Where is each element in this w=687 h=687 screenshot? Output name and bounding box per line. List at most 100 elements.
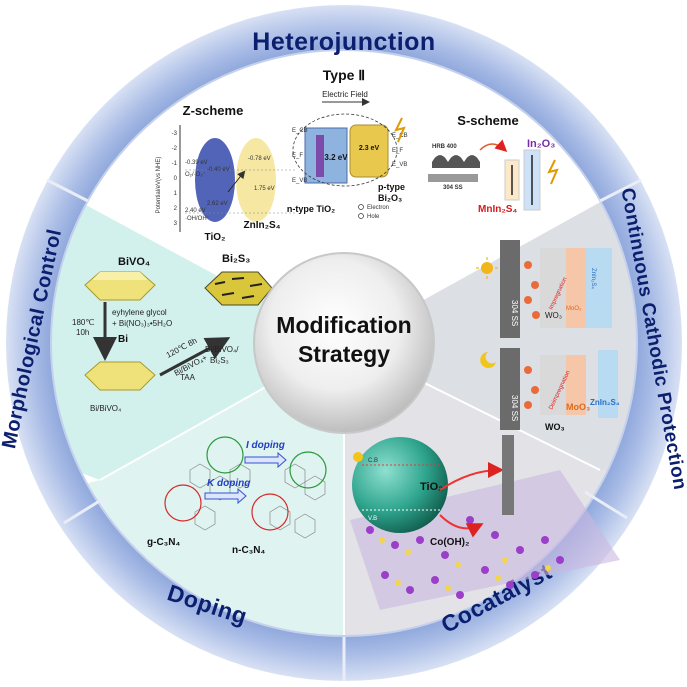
cond1-time: 10h (76, 328, 89, 337)
type-ii-diagram: Electric Field 3.2 eV 2.3 eV E_CB E_F E_… (287, 90, 408, 220)
evb-right: E_VB (392, 162, 407, 168)
ntype-tio2-block (304, 127, 348, 184)
z-val-6: 2.40 eV (185, 208, 206, 214)
product-line2: Bi₂S₃ (210, 356, 229, 365)
z-scheme-title: Z-scheme (183, 103, 244, 118)
wo3-bottom-label: WO₃ (545, 422, 565, 432)
band-ptype: 2.3 eV (359, 145, 380, 152)
ss-plate-bottom (500, 348, 520, 430)
bi2s3-label: Bi₂S₃ (222, 253, 250, 265)
ef-left: E_F (292, 153, 303, 159)
morph-sector-bg (51, 190, 344, 480)
electric-field-label: Electric Field (322, 90, 368, 99)
tio2-sphere (352, 437, 448, 533)
type2-light-bolt (394, 117, 406, 143)
center-title-line2: Strategy (298, 341, 390, 367)
z-znin2s4-label: ZnIn₂S₄ (244, 220, 281, 231)
bi2o3-label: Bi₂O₃ (378, 193, 402, 203)
z-znin2s4-ellipse (236, 138, 276, 222)
dope-circle-green-2 (289, 451, 327, 489)
z-tick-3: -1 (172, 161, 178, 167)
z-species-1: O₂/·O₂⁻ (185, 172, 206, 178)
center-title-line1: Modification (276, 312, 411, 338)
bivo4-label: BiVO₄ (118, 256, 150, 268)
k-doping-arrow (204, 487, 247, 505)
cooh2-label: Co(OH)₂ (430, 537, 469, 548)
ntype-band-bar (316, 135, 324, 177)
cb-label: C.B (368, 458, 378, 464)
band-ntype: 3.2 eV (324, 153, 348, 162)
dope-circle-red-1 (164, 484, 202, 522)
ss-label-top: 304 SS (510, 300, 519, 326)
z-val-4: 1.75 eV (254, 186, 275, 192)
k-doping-label: K doping (207, 478, 250, 489)
znin2s4-bottom-label: ZnIn₂S₄ (590, 398, 620, 407)
z-scheme-diagram: Z-scheme Potential/eV(vs NHE) -3 -2 -1 0… (156, 103, 295, 243)
z-tio2-label: TiO₂ (205, 232, 226, 243)
s-scheme-title: S-scheme (457, 113, 518, 128)
z-tick-4: 0 (174, 176, 178, 182)
cocatalyst-panel: TiO₂ C.B V.B Co(OH)₂ (350, 435, 620, 610)
gc3n4-label: g-C₃N₄ (147, 537, 181, 548)
type-ii-label: Type Ⅱ (323, 67, 365, 83)
ss-label-bottom: 304 SS (510, 395, 519, 421)
ss-plate (428, 174, 478, 182)
z-val-2: -0.78 eV (248, 156, 271, 162)
wo3-top-label: WO₃ (545, 311, 562, 320)
ring-label-heterojunction: Heterojunction (252, 28, 435, 56)
znin2s4-top-label: ZnIn₂S₄ (590, 268, 596, 289)
moo3-bottom (566, 355, 586, 415)
electron-legend: Electron (367, 205, 389, 211)
bi-bivo4-crystal (84, 361, 156, 391)
z-species-2: ·OH/OH⁻ (185, 216, 210, 222)
s-scheme-diagram: S-scheme HRB 400 304 SS In₂O₃ MnIn₂S₄ (428, 113, 559, 215)
mnin2s4-label: MnIn₂S₄ (478, 204, 517, 215)
product-line1: Bi/BiVO₄/ (205, 345, 239, 354)
in2o3-label: In₂O₃ (527, 138, 555, 150)
center-circle (253, 252, 435, 434)
ring-dividers (46, 178, 642, 681)
sun-icon (481, 262, 493, 274)
z-tick-7: 3 (174, 221, 178, 227)
z-tick-2: -2 (172, 146, 178, 152)
wo3-bottom (540, 355, 566, 415)
z-axis-label: Potential/eV(vs NHE) (156, 157, 162, 214)
steel-post (502, 435, 514, 515)
evb-left: E_VB (292, 178, 307, 184)
i-doping-label: I doping (246, 440, 285, 451)
ntype-tio2-label: n-type TiO₂ (287, 204, 335, 214)
z-val-3: -0.40 eV (207, 167, 230, 173)
wo3-top (540, 248, 566, 328)
reagent-1: eyhylene glycol (112, 308, 167, 317)
ecb-left: E_CB (292, 128, 308, 134)
hrb-label: HRB 400 (432, 144, 457, 150)
moo3-bottom-label: MoO₃ (566, 402, 590, 412)
cond1-temp: 180℃ (72, 318, 94, 327)
znin2s4-bottom (598, 350, 618, 418)
field-loop (292, 113, 398, 187)
cathodic-panel: 304 SS Impregnation WO₃ MoO₃ ZnIn₂S₄ 304… (476, 240, 620, 432)
ss-plate-top (500, 240, 520, 338)
ptype-label: p-type (378, 182, 405, 192)
ef-right: E_F (392, 148, 403, 154)
dope-circle-red-2 (251, 493, 289, 531)
vb-label: V.B (368, 516, 377, 522)
i-doping-arrow (244, 451, 287, 469)
z-tick-5: 1 (174, 191, 178, 197)
doping-panel: I doping K doping g-C₃N₄ n-C₃N₄ (147, 436, 327, 556)
ptype-bi2o3-block (349, 124, 389, 178)
ss304-label: 304 SS (443, 185, 463, 191)
dope-circle-green-1 (206, 436, 244, 474)
z-tick-6: 2 (174, 206, 178, 212)
moon-icon (480, 352, 496, 368)
z-val-5: 2.62 eV (207, 201, 228, 207)
hole-legend: Hole (367, 214, 380, 220)
znin2s4-top (586, 248, 612, 328)
light-source-icon (353, 452, 363, 462)
bi-bivo4-label: Bi/BiVO₄ (90, 404, 121, 413)
heterojunction-panel: Type Ⅱ Z-scheme Potential/eV(vs NHE) -3 … (156, 67, 559, 243)
moo3-top (566, 248, 586, 328)
bi-label: Bi (118, 334, 128, 345)
